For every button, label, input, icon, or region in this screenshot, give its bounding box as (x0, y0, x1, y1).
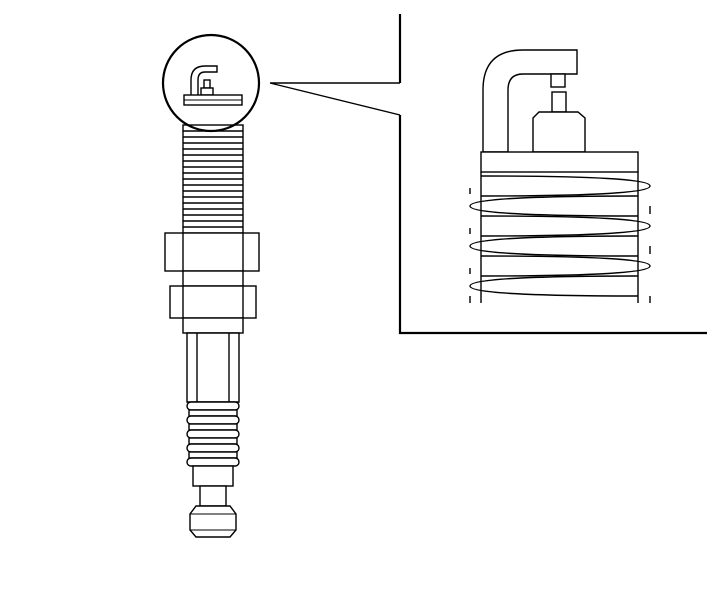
callout-connector (269, 82, 401, 116)
magnifier-circle (161, 33, 261, 133)
spark-plug-full-view (164, 65, 260, 538)
seat-flange (164, 232, 260, 272)
shell-top (183, 94, 243, 106)
center-electrode (200, 79, 214, 96)
thread-section (182, 124, 244, 234)
insulator (186, 332, 240, 403)
insulator-ribs (186, 401, 240, 467)
detail-center-electrode (532, 91, 586, 153)
shell-lower (182, 317, 244, 334)
terminal (189, 465, 237, 538)
detail-shell-top (480, 151, 639, 173)
spark-plug-detail-view (469, 49, 651, 303)
callout-frame (398, 14, 707, 335)
hex-nut (169, 285, 257, 319)
detail-thread-section (469, 172, 651, 303)
detail-ground-electrode (482, 49, 578, 153)
ground-electrode (190, 65, 218, 100)
shell-neck (182, 270, 244, 287)
